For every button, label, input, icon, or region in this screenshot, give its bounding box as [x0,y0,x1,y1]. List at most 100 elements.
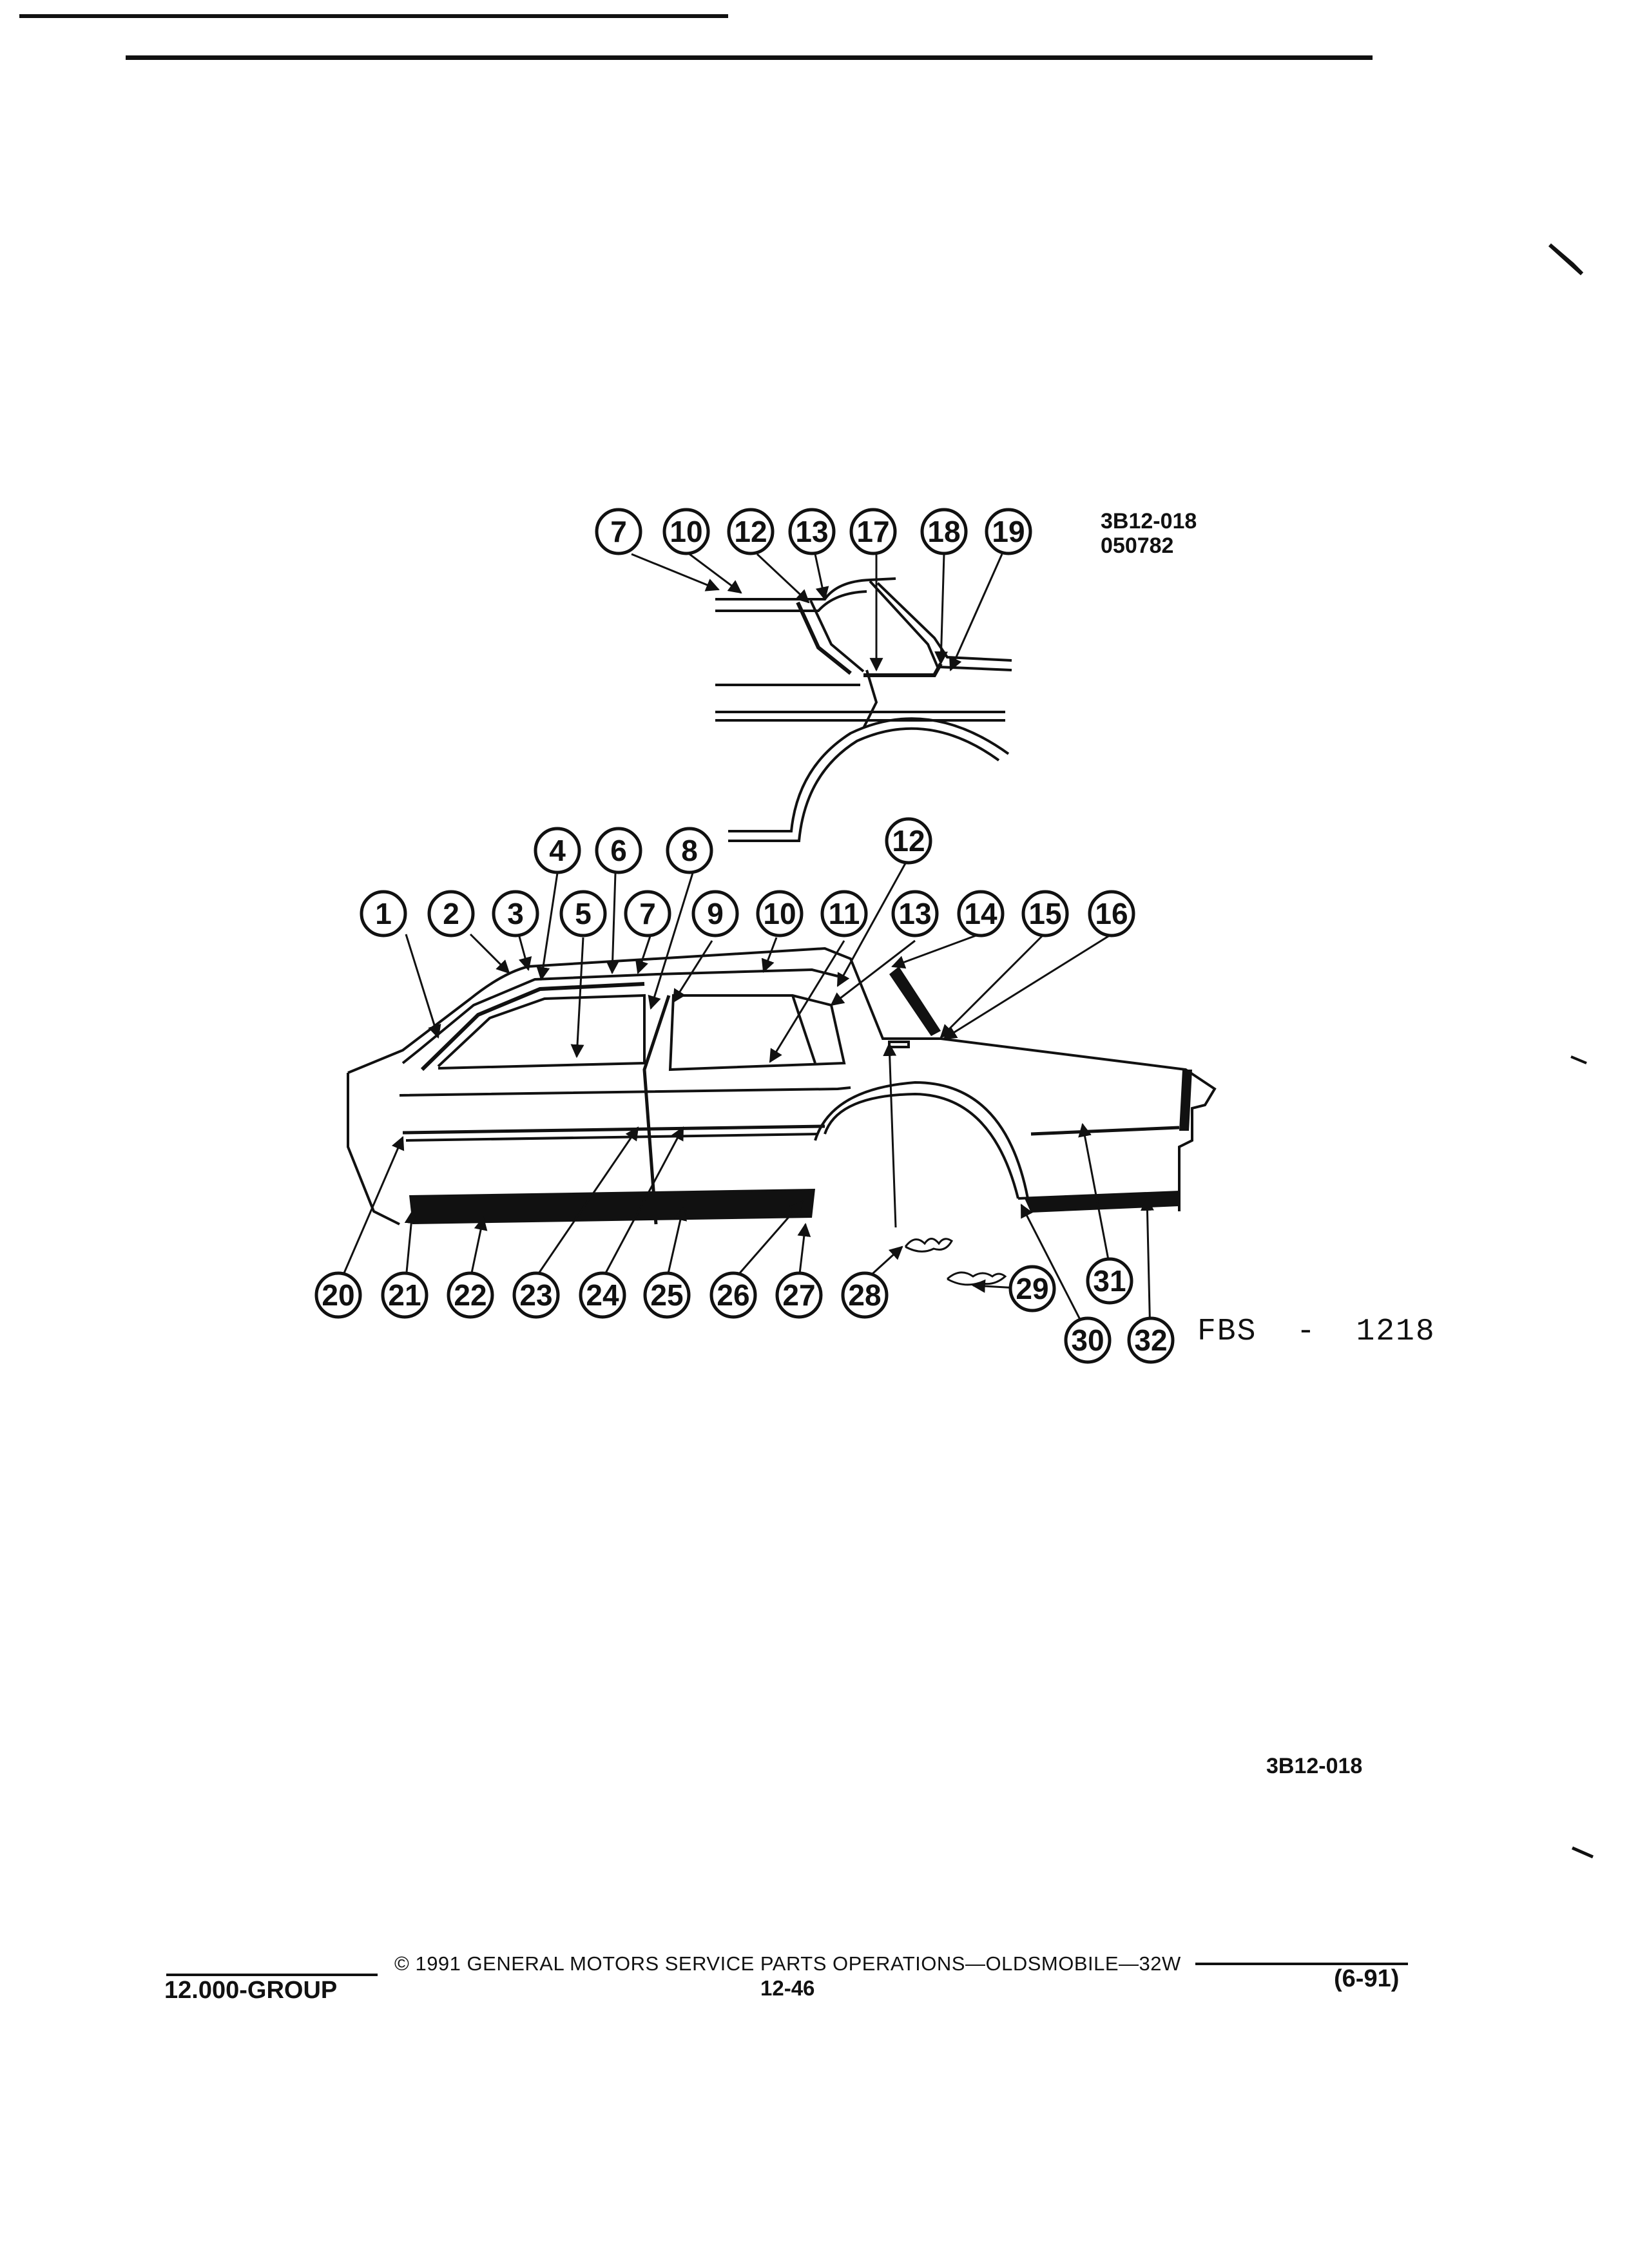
callout-circle [788,508,836,555]
brougham-emblem [946,1271,1007,1286]
callout-number: 10 [670,515,702,548]
callout-circle [891,890,939,937]
callout-number: 32 [1134,1323,1167,1357]
callout-29: 29 [1008,1265,1056,1312]
footer-rule-right [1195,1963,1408,1965]
royale-emblem [904,1238,953,1253]
callout-circle [595,508,642,555]
callout-number: 19 [992,515,1025,548]
callout-number: 29 [1016,1272,1048,1305]
callout-circle [691,890,739,937]
figure-code-line1: 3B12-018 [1101,509,1197,533]
callout-circle [849,508,897,555]
callout-circle [381,1271,429,1319]
callout-number: 21 [388,1278,421,1312]
callout-number: 22 [454,1278,487,1312]
detail-view-drawing [715,577,1012,842]
car-side-drawing [347,947,1217,1225]
callout-15: 15 [1021,890,1069,937]
callout-number: 26 [717,1278,749,1312]
callout-circle [447,1271,494,1319]
callout-number: 11 [829,897,860,930]
scan-mark-right-2 [1571,1846,1594,1859]
callout-number: 27 [782,1278,815,1312]
scan-mark-top-right [1548,243,1584,276]
callout-10: 10 [662,508,710,555]
callout-number: 13 [795,515,828,548]
callout-number: 17 [856,515,889,548]
callout-number: 2 [443,897,459,930]
callout-number: 4 [549,834,566,867]
callout-27: 27 [775,1271,823,1319]
fbs-label: FBS - 1218 [1197,1314,1436,1349]
callout-circle [985,508,1032,555]
callout-32: 32 [1127,1316,1175,1364]
callout-circle [727,508,775,555]
top-rule-main [126,55,1373,60]
callout-number: 7 [639,897,656,930]
callout-number: 10 [763,897,796,930]
callout-number: 12 [734,515,767,548]
callout-circle [1127,1316,1175,1364]
callout-number: 20 [322,1278,354,1312]
top-rule-upper [19,14,728,18]
callout-12: 12 [885,817,932,865]
callout-7: 7 [595,508,642,555]
callout-28: 28 [841,1271,889,1319]
callout-circle [1021,890,1069,937]
callout-number: 5 [575,897,592,930]
callout-number: 14 [964,897,998,930]
callout-13: 13 [891,890,939,937]
callout-circle [360,890,407,937]
callout-circle [314,1271,362,1319]
callout-5: 5 [559,890,607,937]
callout-number: 25 [650,1278,683,1312]
callout-19: 19 [985,508,1032,555]
callout-31: 31 [1086,1257,1133,1305]
callout-circle [512,1271,560,1319]
callout-11: 11 [820,890,868,937]
callout-number: 13 [898,897,931,930]
callout-number: 8 [681,834,698,867]
callout-circle [841,1271,889,1319]
callout-30: 30 [1064,1316,1112,1364]
callout-circle [534,827,581,874]
callout-number: 3 [507,897,524,930]
callout-circle [709,1271,757,1319]
callout-circle [492,890,539,937]
footer-date: (6-91) [1334,1965,1400,1992]
callout-12: 12 [727,508,775,555]
callout-number: 16 [1095,897,1128,930]
callout-circle [756,890,804,937]
callout-circle [559,890,607,937]
callout-circle [662,508,710,555]
callout-3: 3 [492,890,539,937]
callout-circle [885,817,932,865]
callout-number: 30 [1071,1323,1104,1357]
callout-circle [1064,1316,1112,1364]
callout-circle [775,1271,823,1319]
callout-9: 9 [691,890,739,937]
callout-number: 28 [848,1278,881,1312]
callout-number: 23 [519,1278,552,1312]
callout-circle [957,890,1005,937]
callout-17: 17 [849,508,897,555]
scan-mark-right-1 [1570,1055,1587,1064]
callout-6: 6 [595,827,642,874]
callout-21: 21 [381,1271,429,1319]
callout-13: 13 [788,508,836,555]
callout-16: 16 [1088,890,1135,937]
callout-1: 1 [360,890,407,937]
callout-circle [643,1271,691,1319]
emblems [904,1238,1007,1286]
callout-18: 18 [920,508,968,555]
leader-lines [340,553,1154,1338]
footer-copyright: © 1991 GENERAL MOTORS SERVICE PARTS OPER… [394,1952,1181,1975]
callout-7: 7 [624,890,671,937]
callout-circle [624,890,671,937]
callout-circle [920,508,968,555]
callout-circle [666,827,713,874]
footer-group: 12.000-GROUP [164,1977,338,2004]
